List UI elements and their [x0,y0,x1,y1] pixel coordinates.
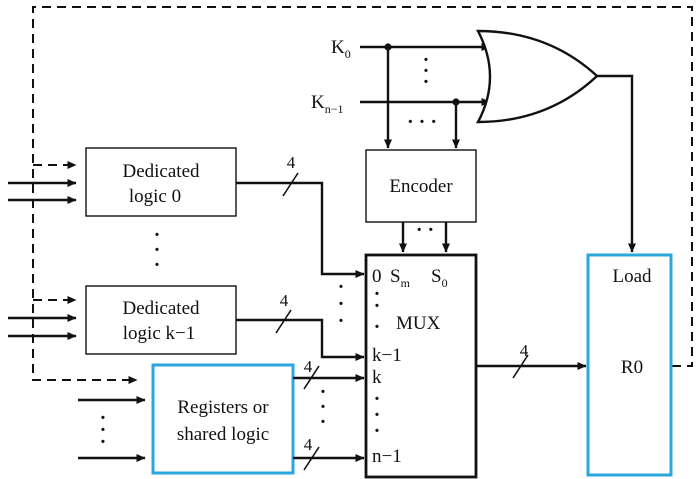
bus-width-2: 4 [280,291,289,310]
svg-text:·: · [338,276,345,298]
or-gate [476,29,636,253]
svg-text:·: · [374,388,381,410]
k-inputs: K0 Kn−1 · · · · · · [311,37,491,149]
svg-text:·: · [100,431,107,453]
block-ellipsis: · · · [154,224,161,276]
dedicated-logic-0-label-1: Dedicated [122,161,200,182]
feedback-path [32,6,693,384]
r0-register: Load R0 [586,253,673,477]
dedicated-logic-k1-label-2: logic k−1 [123,323,195,344]
svg-text:·: · [374,316,381,338]
svg-text:·: · [374,283,381,305]
input-ellipsis: · [100,407,107,429]
mux-input-buses: 4 4 4 4 · · · · · · [236,153,365,471]
svg-text:·: · [423,60,430,82]
registers-block: Registers or shared logic [151,363,295,475]
svg-text:·: · [338,293,345,315]
svg-text:·: · [374,295,381,317]
svg-text:·: · [100,419,107,441]
svg-text:·: · [154,254,161,276]
mux-input-k1: k−1 [372,345,402,366]
svg-text:·: · [423,71,430,93]
mux-block: 0 Sm S0 · · MUX · k−1 k · · · n−1 [364,253,478,479]
svg-text:·: · [320,381,327,403]
mux-output-bus: 4 [476,341,587,379]
mux-label: MUX [396,313,441,334]
dedicated-logic-k1-block: Dedicated logic k−1 [85,285,237,355]
registers-label-1: Registers or [177,397,269,418]
mux-input-k: k [372,367,382,388]
k0-label: K0 [331,37,351,61]
svg-text:·: · [423,49,430,71]
svg-text:·: · [154,224,161,246]
svg-text:·: · [374,404,381,426]
dedicated-logic-0-label-2: logic 0 [129,186,181,207]
bus-width-5: 4 [520,341,529,360]
svg-text:·: · [154,239,161,261]
r0-label: R0 [621,357,643,378]
svg-text:·: · [320,411,327,433]
svg-text:·: · [374,420,381,442]
mux-input-n1: n−1 [372,446,402,467]
bus-width-4: 4 [304,435,313,454]
encoder-block: Encoder · · [365,149,477,253]
registers-label-2: shared logic [177,424,269,445]
bus-width-3: 4 [304,357,313,376]
external-inputs: · · · [8,179,146,462]
load-label: Load [612,266,652,287]
dedicated-logic-k1-label-1: Dedicated [122,298,200,319]
bus-width-1: 4 [287,153,296,172]
svg-text:· ·: · · [416,219,434,241]
dedicated-logic-0-block: Dedicated logic 0 [85,147,237,217]
mux-input-0: 0 [372,266,382,287]
encoder-label: Encoder [389,176,453,197]
svg-text:·: · [338,310,345,332]
svg-text:· · ·: · · · [407,111,437,133]
kn1-label: Kn−1 [311,92,344,116]
svg-text:·: · [320,396,327,418]
mux-select-sm: Sm [390,266,411,290]
mux-select-s0: S0 [431,266,448,290]
